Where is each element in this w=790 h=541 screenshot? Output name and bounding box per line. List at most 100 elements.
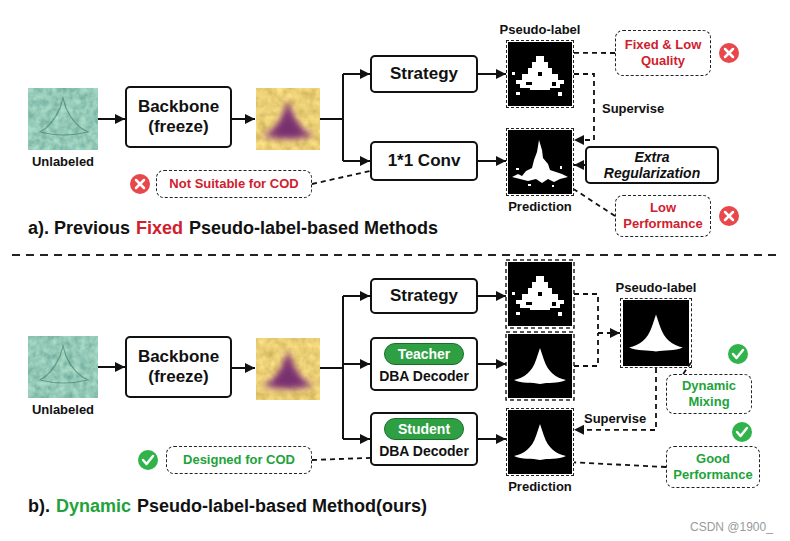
check-icon xyxy=(728,344,748,364)
cross-icon xyxy=(725,49,733,57)
node-text: Pseudo-label xyxy=(477,22,603,38)
mask-image xyxy=(508,42,572,106)
input-image-texture xyxy=(28,88,98,150)
node-text: Unlabeled xyxy=(0,402,128,418)
check-icon xyxy=(737,428,747,436)
regularization-box: Extra Regularization xyxy=(585,146,719,184)
input-image-texture xyxy=(40,346,88,383)
feature-map xyxy=(272,358,304,385)
strategy-box: Strategy xyxy=(370,278,478,314)
dashed-connector xyxy=(574,368,656,430)
caption-text: Pseudo-label-based Methods xyxy=(189,218,438,239)
callout-box: Designed for COD xyxy=(166,446,312,474)
arrow-connector xyxy=(478,160,506,162)
arrow-connector xyxy=(98,366,125,368)
node-text: Backbone (freeze) xyxy=(131,97,226,137)
check-icon xyxy=(732,422,752,442)
conv-box: 1*1 Conv xyxy=(370,141,478,181)
decoder-box: DBA DecoderStudent xyxy=(370,412,478,466)
feature-map xyxy=(262,350,314,389)
strategy-box: Strategy xyxy=(370,55,478,93)
label-group: a). Previous Fixed Pseudo-label-based Meth… xyxy=(28,218,438,239)
node-text: Prediction xyxy=(477,199,603,215)
arrow-connector xyxy=(574,164,585,166)
label-group: b).DynamicPseudo-label-based Method(ours… xyxy=(28,496,427,517)
node-text: Dynamic Mixing xyxy=(670,378,748,410)
node-text: Prediction xyxy=(477,479,603,495)
flow-arrow xyxy=(342,296,344,439)
edge-label: Supervise xyxy=(602,101,664,116)
caption-text: Dynamic xyxy=(56,496,131,517)
caption-text: Fixed xyxy=(136,218,183,239)
watermark: CSDN @1900_ xyxy=(690,520,773,534)
cross-icon xyxy=(719,43,739,63)
node-text: Pseudo-label xyxy=(591,280,721,296)
flow-arrow xyxy=(343,160,370,162)
node-text: Student xyxy=(398,421,450,437)
check-icon xyxy=(728,344,748,364)
check-icon xyxy=(138,450,158,470)
node-text: Strategy xyxy=(390,286,458,306)
cross-icon xyxy=(136,180,144,188)
dashed-connector xyxy=(312,171,370,184)
flow-arrow xyxy=(320,118,343,120)
mask-image xyxy=(506,332,574,400)
dashed-connector xyxy=(312,458,370,460)
cross-icon xyxy=(725,212,733,220)
mask-image xyxy=(508,410,572,474)
arrow-connector xyxy=(98,118,125,120)
edge-label: Supervise xyxy=(584,411,646,426)
node-text: Good Performance xyxy=(670,451,756,483)
node-text: Not Suitable for COD xyxy=(169,176,298,192)
node-text: DBA Decoder xyxy=(379,368,469,384)
flow-arrow xyxy=(574,294,620,333)
input-image-texture xyxy=(28,336,98,398)
input-image: Unlabeled xyxy=(28,88,98,150)
cross-icon xyxy=(130,174,150,194)
node-text: Designed for COD xyxy=(183,452,295,468)
node-text: Unlabeled xyxy=(0,154,128,170)
caption-text: a). Previous xyxy=(28,218,130,239)
cross-icon xyxy=(719,206,739,226)
arrow-connector xyxy=(478,438,506,440)
role-pill: Teacher xyxy=(384,343,464,365)
mask-image xyxy=(508,334,572,398)
flow-arrow xyxy=(343,73,370,75)
label-group: CSDN @1900_ xyxy=(690,520,773,534)
node-text: 1*1 Conv xyxy=(388,151,461,171)
flow-arrow xyxy=(232,118,255,120)
backbone-box: Backbone (freeze) xyxy=(125,336,232,398)
node-text: Low Performance xyxy=(619,200,707,232)
node-text: Extra Regularization xyxy=(591,149,713,181)
dashed-connector xyxy=(574,462,666,467)
input-image-texture xyxy=(40,98,88,135)
node-text: Strategy xyxy=(390,64,458,84)
callout-box: Not Suitable for COD xyxy=(156,170,312,198)
input-image: Unlabeled xyxy=(28,336,98,398)
flow-arrow xyxy=(232,74,620,439)
mask-image xyxy=(508,130,572,194)
input-image-texture xyxy=(28,88,98,398)
flow-arrow xyxy=(478,295,506,297)
feature-map xyxy=(256,88,320,400)
check-icon xyxy=(138,450,158,470)
callout-box: Low Performance xyxy=(615,195,711,237)
dashed-connector xyxy=(574,189,615,216)
flow-arrow xyxy=(343,295,370,297)
prediction-image: Prediction xyxy=(506,128,574,196)
dashed-connector xyxy=(574,74,594,140)
node-text: Fixed & Low Quality xyxy=(619,37,707,69)
flow-arrow xyxy=(478,363,506,365)
flow-arrow xyxy=(343,363,370,365)
dashed-connector xyxy=(683,361,692,374)
callout-box: Fixed & Low Quality xyxy=(615,30,711,76)
flow-arrow xyxy=(320,367,343,369)
node-text: Teacher xyxy=(398,346,451,362)
mask-image xyxy=(508,262,572,326)
mask-image xyxy=(506,42,689,474)
feature-map xyxy=(256,88,320,150)
mask-image xyxy=(506,260,574,328)
